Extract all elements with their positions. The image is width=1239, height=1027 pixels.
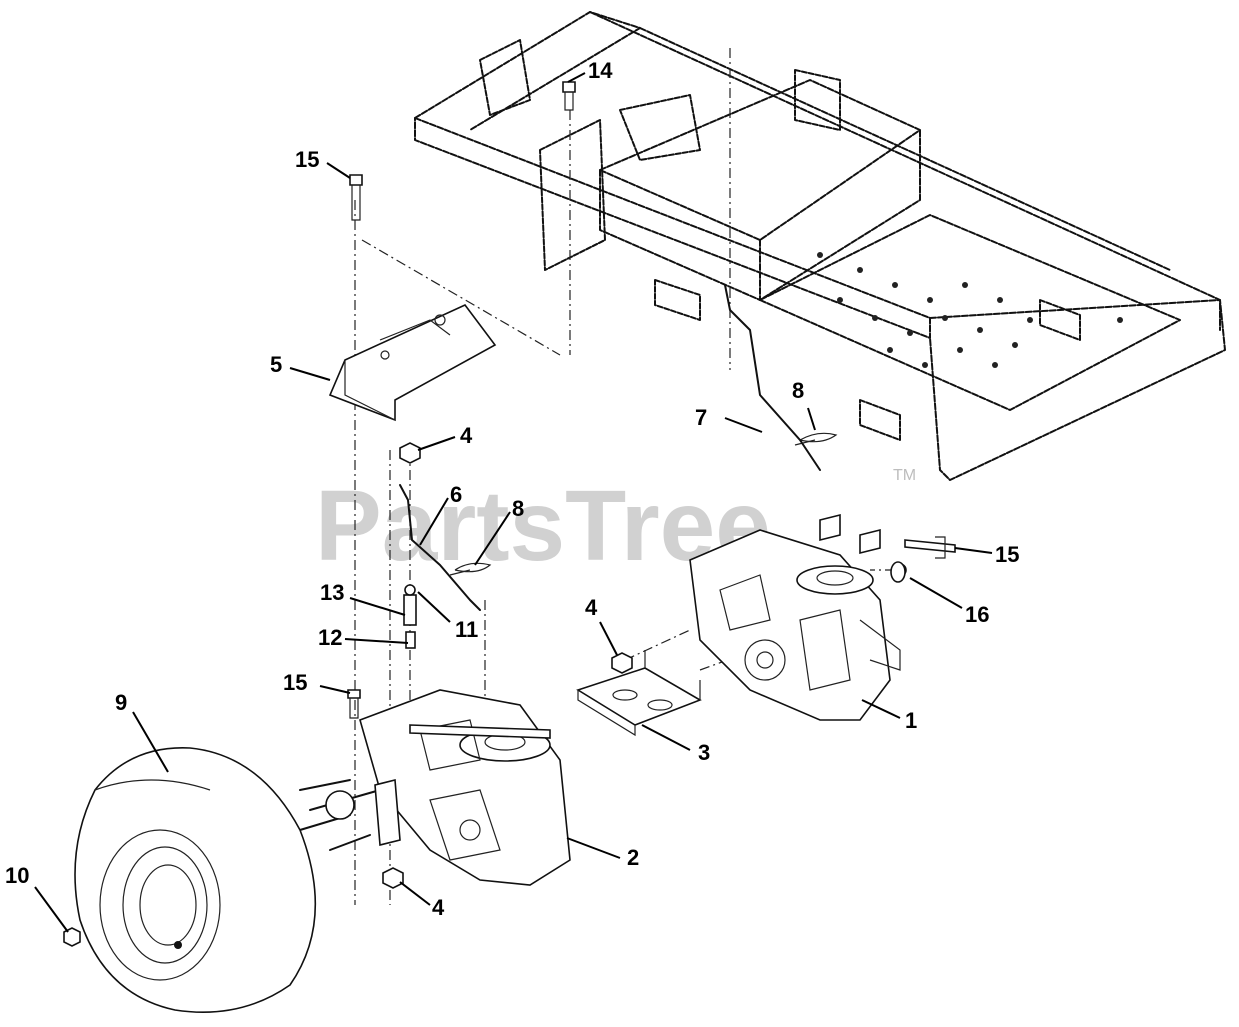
callout-5: 5 — [270, 352, 282, 377]
callout-8-right: 8 — [792, 378, 804, 403]
part-4-nut-lower — [382, 867, 404, 889]
callout-12: 12 — [318, 625, 342, 650]
part-12-spacer — [405, 631, 416, 649]
part-2-transaxle-left — [299, 689, 571, 886]
part-10-lug-nut — [63, 927, 81, 947]
part-6-control-rod — [399, 484, 481, 611]
chassis-frame — [414, 11, 1226, 481]
part-15-bolt-top — [349, 174, 363, 221]
callout-4-upper: 4 — [460, 423, 473, 448]
part-11-13-pivot — [403, 584, 417, 626]
part-5-bracket — [328, 304, 497, 422]
callout-2: 2 — [627, 845, 639, 870]
assembly-centerlines — [354, 48, 895, 905]
callout-4-lower: 4 — [432, 895, 445, 920]
part-15-bolt-left — [347, 689, 361, 719]
watermark-trademark: TM — [893, 467, 916, 484]
part-7-control-rod — [724, 284, 821, 471]
part-4-nut-upper — [399, 442, 421, 464]
part-15-bolt-right — [904, 536, 956, 559]
callout-4-middle: 4 — [585, 595, 598, 620]
part-16-washer — [890, 561, 906, 583]
callout-7: 7 — [695, 405, 707, 430]
callout-6: 6 — [450, 482, 462, 507]
callout-13: 13 — [320, 580, 344, 605]
part-1-transaxle-right — [689, 513, 907, 721]
leader-lines — [34, 72, 993, 933]
callout-15-left: 15 — [283, 670, 307, 695]
callout-11: 11 — [455, 617, 478, 642]
callout-3: 3 — [698, 740, 710, 765]
callout-9: 9 — [115, 690, 127, 715]
callout-10: 10 — [5, 863, 29, 888]
callout-15-right: 15 — [995, 542, 1019, 567]
part-9-wheel-tire — [74, 747, 317, 1013]
part-14-bolt — [562, 81, 576, 111]
callout-16: 16 — [965, 602, 989, 627]
callout-15-top: 15 — [295, 147, 319, 172]
part-4-nut-middle — [611, 652, 633, 674]
callout-8-left: 8 — [512, 496, 524, 521]
part-8-clip-left — [449, 562, 492, 576]
part-8-clip-right — [794, 432, 838, 446]
callout-labels: 15 14 5 4 6 8 13 11 12 15 9 10 4 4 3 2 1… — [5, 58, 1019, 920]
callout-14: 14 — [588, 58, 613, 83]
callout-1: 1 — [905, 708, 917, 733]
part-3-mount-plate — [576, 650, 702, 737]
